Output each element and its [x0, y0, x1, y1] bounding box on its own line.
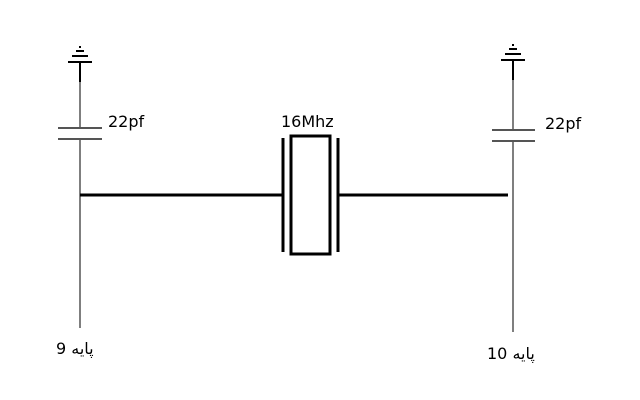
left-capacitor — [58, 127, 102, 140]
right-capacitor-label: 22pf — [545, 114, 582, 133]
right-pin-label: پایه 10 — [487, 344, 535, 364]
left-pin-label: پایه 9 — [56, 339, 94, 359]
crystal-symbol — [281, 134, 340, 256]
left-ground-symbol — [68, 46, 92, 82]
right-ground-symbol — [501, 44, 525, 80]
crystal-label: 16Mhz — [281, 112, 334, 131]
left-capacitor-label: 22pf — [108, 112, 145, 131]
right-capacitor — [492, 129, 535, 142]
